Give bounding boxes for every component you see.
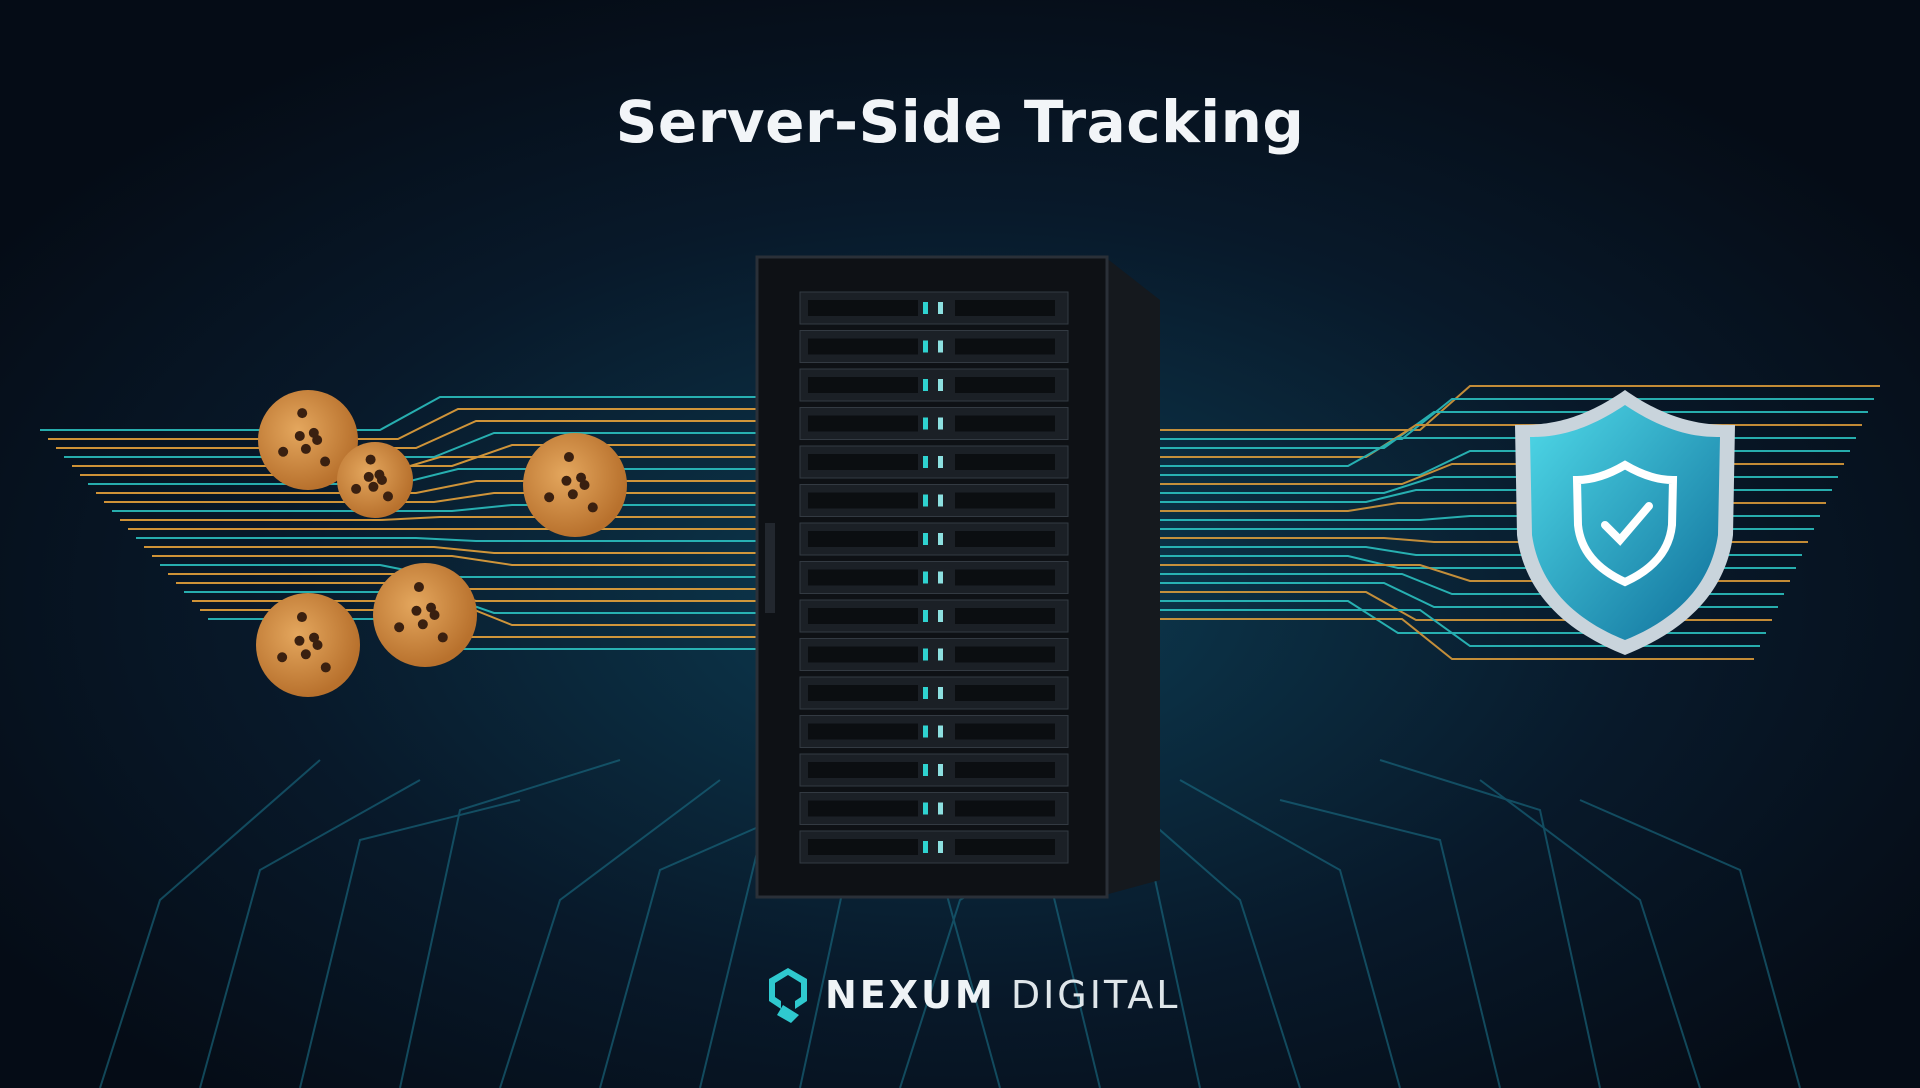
circuit-trace [199,779,421,1088]
server-unit [799,753,1069,787]
data-line [64,432,760,458]
cookie-icon [337,442,413,518]
circuit-trace [1279,799,1501,1088]
cookie-icon [256,593,360,697]
server-unit [799,715,1069,748]
data-line [136,537,760,542]
circuit-trace [1479,779,1701,1088]
circuit-trace [399,759,621,1088]
cookie-icon [258,390,358,490]
data-line [1160,618,1754,660]
circuit-trace [99,759,321,1088]
server-unit [799,407,1069,440]
data-line [40,396,760,431]
page-title: Server-Side Tracking [615,88,1305,156]
server-unit [799,368,1069,402]
server-unit [799,792,1069,825]
server-unit [799,291,1069,325]
server-unit [799,330,1069,363]
server-unit [799,638,1069,671]
nexum-logo-icon [769,968,807,1023]
server-unit [799,522,1069,556]
data-line [56,420,760,449]
server-unit [799,561,1069,594]
circuit-trace [299,799,521,1088]
circuit-trace [499,779,721,1088]
brand-logo: NEXUM DIGITAL [765,965,1180,1025]
cookie-icon [523,433,627,537]
data-line [48,408,760,440]
server-unit [799,599,1069,633]
server-unit [799,484,1069,517]
data-line [104,492,760,503]
circuit-trace [1179,779,1401,1088]
data-line [112,504,760,512]
data-line [72,444,760,467]
brand-name-light: DIGITAL [1010,973,1181,1017]
data-line [152,555,760,566]
cookie-icons [256,390,627,697]
data-line [1160,385,1880,431]
circuit-trace [1379,759,1601,1088]
data-line [144,546,760,554]
server-unit [799,830,1069,864]
server-rack [755,255,1160,899]
brand-name-bold: NEXUM [825,973,996,1017]
data-line [1160,398,1874,440]
server-unit [799,676,1069,710]
cookie-icon [373,563,477,667]
shield-check-icon [1515,390,1735,655]
server-unit [799,445,1069,479]
circuit-trace [1579,799,1801,1088]
